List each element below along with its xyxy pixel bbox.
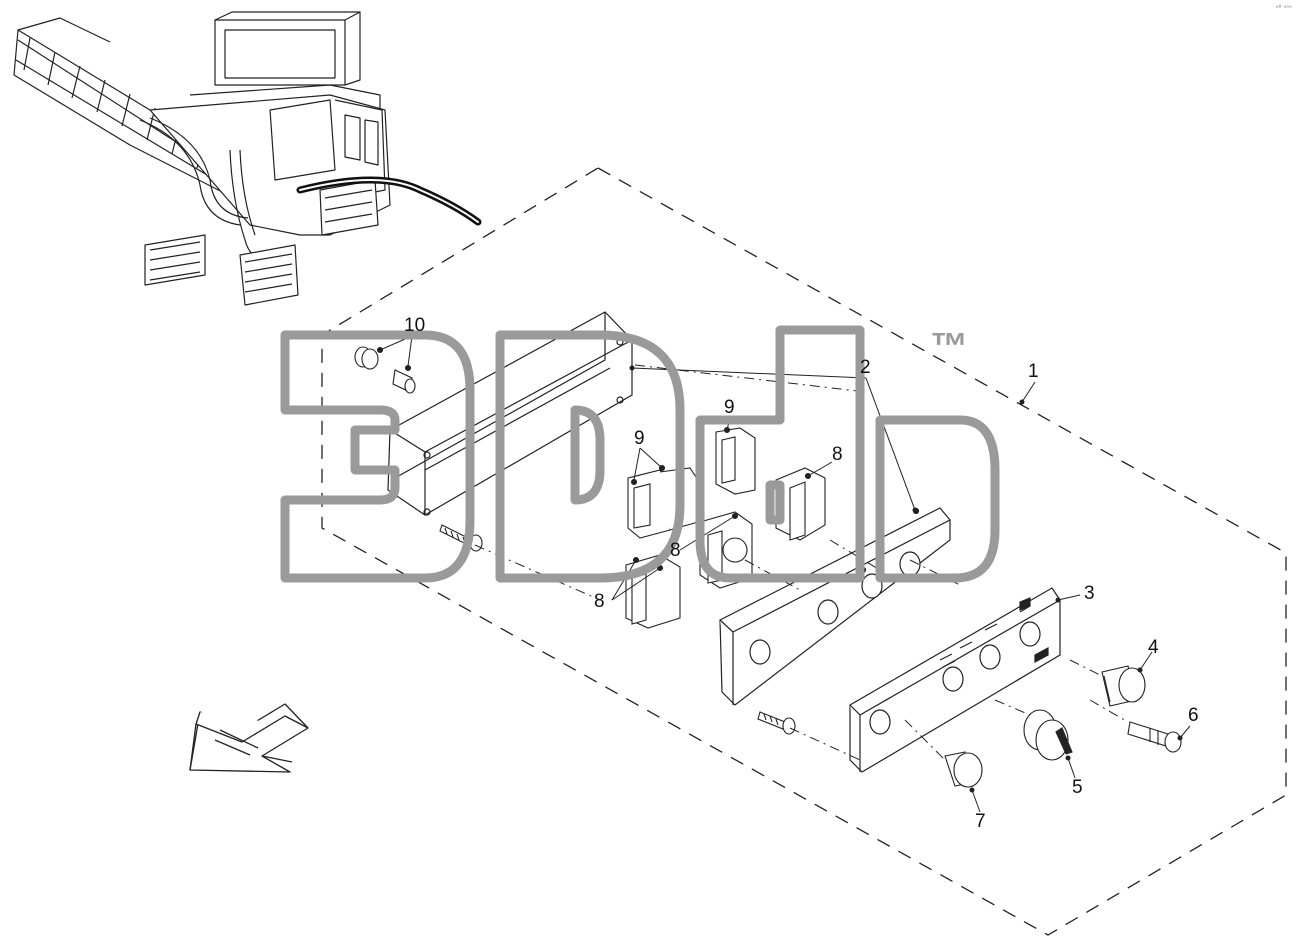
selector-switch-part-5: [1023, 709, 1073, 761]
callout-8a: 8: [832, 444, 843, 465]
corner-mark: ᵃᴮ ᵃᵃᵃ: [1275, 4, 1292, 12]
contact-block-9-left: [627, 464, 699, 539]
contact-block-9-upper: [715, 426, 756, 495]
watermark-trademark: ™: [930, 326, 969, 368]
callout-1: 1: [1028, 361, 1039, 382]
callout-4: 4: [1148, 637, 1159, 658]
machine-overview-illustration: [13, 11, 391, 306]
callout-8b: 8: [670, 540, 681, 561]
callout-8c: 8: [594, 591, 605, 612]
push-button-part-7: [944, 751, 983, 788]
front-panel: [849, 587, 1061, 773]
screw-bottom: [757, 711, 796, 735]
callout-7: 7: [975, 811, 986, 832]
housing-box: [387, 311, 633, 516]
callout-6: 6: [1188, 705, 1199, 726]
mounting-plate: [719, 507, 951, 706]
connector-part-10: [354, 346, 416, 394]
contact-block-8-right: [775, 467, 826, 541]
watermark-logo: [280, 325, 1000, 583]
direction-arrow: [189, 703, 309, 773]
leader-dots: [629, 365, 1183, 793]
callout-10: 10: [404, 315, 426, 336]
callout-9b: 9: [634, 428, 645, 449]
callout-3: 3: [1084, 583, 1095, 604]
screw-left: [439, 524, 483, 552]
callout-9a: 9: [724, 397, 735, 418]
key-switch-part-6: [1127, 721, 1182, 753]
indicator-lamp-part-4: [1101, 665, 1146, 707]
callout-5: 5: [1072, 777, 1083, 798]
callout-2: 2: [860, 357, 871, 378]
